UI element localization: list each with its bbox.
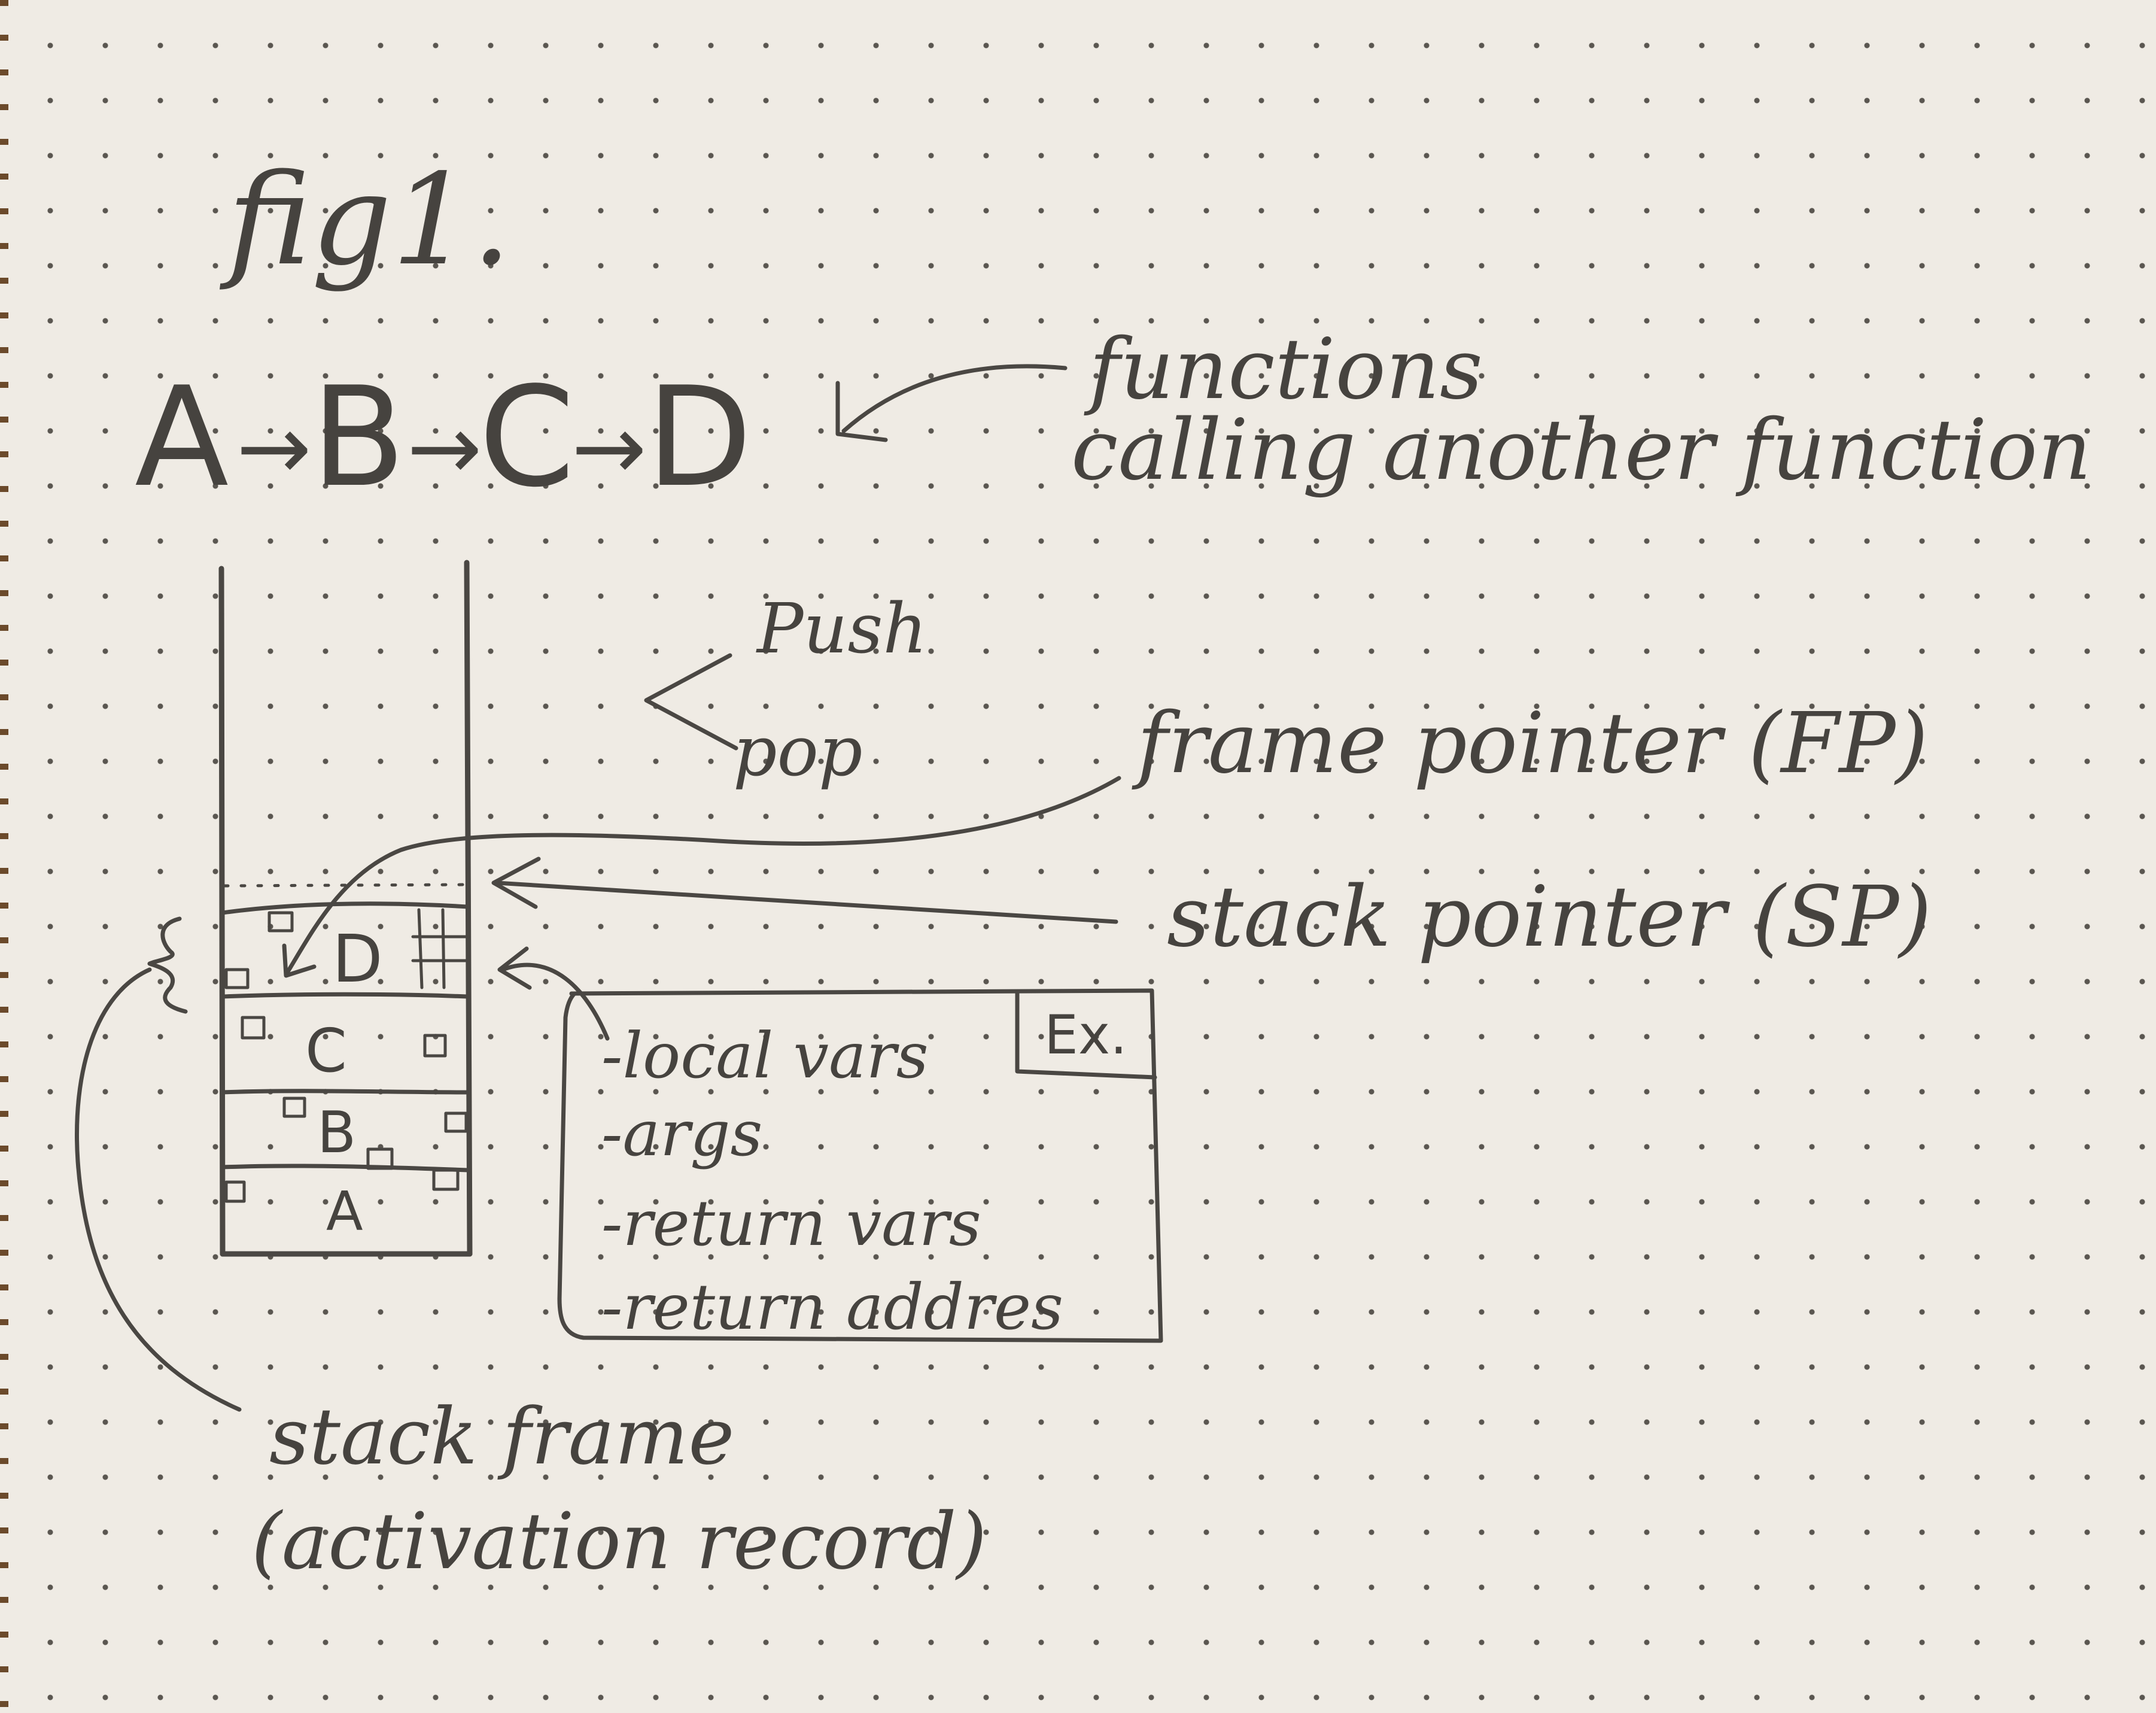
push-label: Push (756, 589, 928, 669)
frame-c-box-2 (423, 1034, 447, 1058)
function-b-label: B (311, 358, 406, 518)
frame-d-label: D (332, 921, 383, 997)
stack-frame-note-line1: stack frame (269, 1391, 734, 1482)
example-tag: Ex. (1044, 1004, 1127, 1067)
frame-boundary-ba (220, 1164, 470, 1173)
call-arrow-3: → (571, 396, 647, 500)
frame-d-box-2 (224, 968, 250, 989)
frame-a-box-1 (432, 1168, 460, 1191)
frame-c-label: C (305, 1016, 347, 1086)
frame-d-grid (411, 908, 470, 989)
example-to-frame-arrowhead (497, 946, 532, 990)
frame-b-label: B (317, 1100, 356, 1166)
stack-frame-note-line2: (activation record) (251, 1496, 987, 1587)
frame-d-box-1 (267, 911, 294, 933)
frame-top-boundary (220, 901, 470, 915)
frame-pointer-label: frame pointer (FP) (1132, 695, 1928, 792)
stack-pointer-label: stack pointer (SP) (1167, 868, 1932, 966)
stack-pointer-arrow (494, 880, 1118, 924)
frame-pointer-arrowhead (282, 943, 317, 978)
call-chain-note-line1: functions (1084, 321, 1483, 418)
example-item-return-vars: -return vars (601, 1187, 981, 1260)
pop-label: pop (733, 712, 862, 792)
example-to-frame-arrow (500, 962, 610, 1041)
example-box (557, 988, 1163, 1343)
stack-frame-curve (75, 967, 242, 1412)
frame-pointer-arrow (285, 776, 1121, 975)
example-item-return-address: -return addres (601, 1271, 1063, 1344)
call-arrow-2: → (407, 396, 482, 500)
call-chain: A → B → C → D (135, 358, 752, 518)
frame-c-box-1 (241, 1016, 266, 1040)
stack-container (218, 560, 473, 1257)
function-d-label: D (646, 358, 752, 518)
call-chain-note-arrow (841, 364, 1068, 433)
push-pop-bracket (644, 653, 738, 751)
stack-pointer-arrowhead (491, 857, 541, 909)
call-arrow-1: → (236, 396, 312, 500)
frame-b-box-3 (366, 1147, 394, 1170)
stack-dotted-top (223, 883, 469, 888)
call-chain-note-line2: calling another function (1071, 402, 2091, 499)
frame-b-box-2 (444, 1111, 468, 1133)
frame-a-label: A (326, 1180, 363, 1243)
frame-a-box-2 (224, 1180, 246, 1203)
stack-frame-brace (147, 916, 188, 1014)
figure-title: fig1. (219, 147, 512, 293)
frame-boundary-cb (220, 1089, 470, 1095)
frame-boundary-dc (220, 992, 470, 999)
frame-b-box-1 (282, 1097, 306, 1118)
example-item-args: -args (601, 1097, 762, 1170)
notebook-binding-edge (0, 0, 8, 1713)
call-chain-note-arrowhead (835, 381, 888, 442)
example-item-local-vars: -local vars (601, 1019, 929, 1092)
function-a-label: A (135, 358, 229, 518)
example-tag-frame (1015, 991, 1157, 1080)
function-c-label: C (479, 358, 575, 518)
